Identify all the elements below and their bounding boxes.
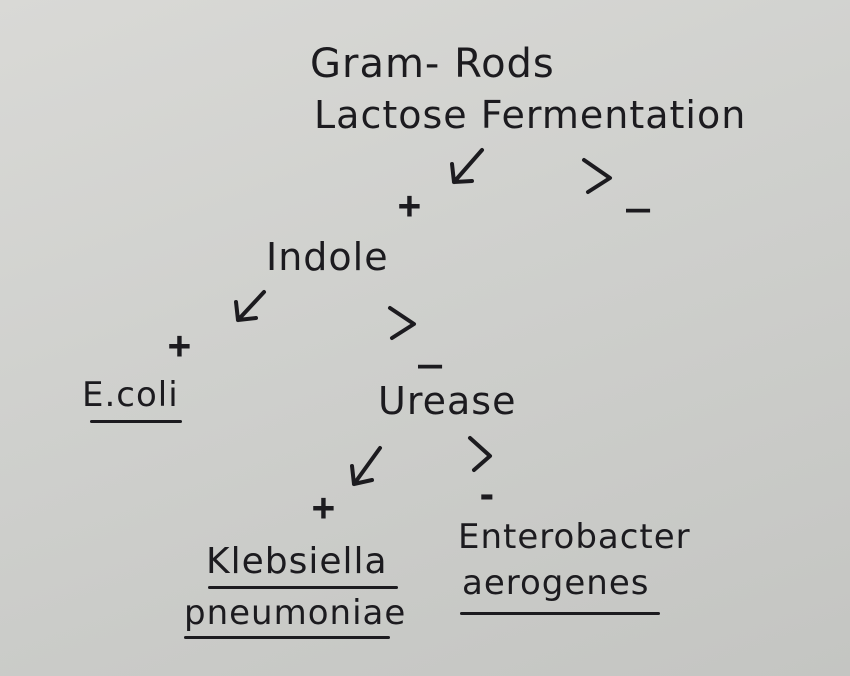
indole-positive-sign: + — [168, 323, 192, 367]
urease-negative-arrow — [468, 436, 492, 472]
ecoli-underline — [90, 420, 182, 423]
urease-positive-arrow — [350, 446, 382, 486]
klebsiella-result-line2: pneumoniae — [184, 593, 407, 633]
urease-test-label: Urease — [378, 379, 517, 423]
urease-negative-sign: - — [476, 475, 499, 516]
lactose-negative-arrow — [582, 158, 612, 194]
indole-positive-arrow — [234, 290, 266, 322]
klebsiella-underline-1 — [208, 586, 398, 589]
klebsiella-underline-2 — [184, 636, 390, 639]
urease-positive-sign: + — [312, 485, 336, 529]
lactose-negative-sign: _ — [626, 167, 652, 213]
enterobacter-result-line2: aerogenes — [462, 563, 650, 603]
ecoli-result: E.coli — [82, 375, 179, 415]
klebsiella-result-line1: Klebsiella — [206, 541, 388, 582]
lactose-positive-sign: + — [398, 183, 422, 227]
root-test-label: Lactose Fermentation — [314, 93, 747, 137]
indole-negative-arrow — [388, 306, 416, 340]
root-title: Gram- Rods — [310, 41, 555, 87]
lactose-positive-arrow — [450, 148, 484, 184]
enterobacter-underline — [460, 612, 660, 615]
indole-negative-sign: _ — [418, 323, 444, 369]
enterobacter-result-line1: Enterobacter — [458, 517, 691, 557]
indole-test-label: Indole — [266, 235, 389, 279]
